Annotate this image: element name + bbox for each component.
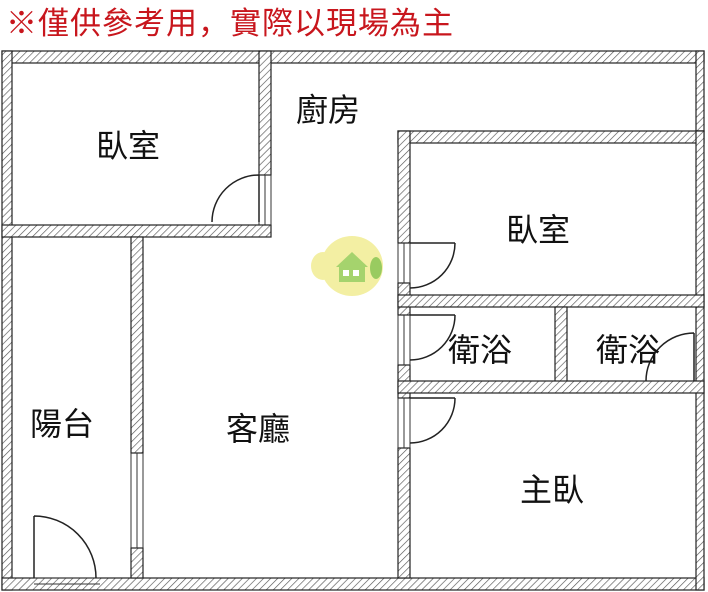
- thin-wall-lines: [34, 175, 411, 585]
- wall-bath-divider: [554, 306, 568, 384]
- wall-outer-right-upper: [695, 50, 705, 132]
- label-bathroom-left: 衛浴: [448, 331, 512, 369]
- wall-outer-left: [1, 50, 13, 591]
- label-kitchen: 廚房: [296, 91, 360, 129]
- wall-bedroom-bath: [397, 294, 705, 308]
- label-bathroom-right: 衛浴: [596, 331, 660, 369]
- wall-outer-bottom: [1, 577, 705, 591]
- door-balcony: [33, 515, 97, 579]
- wall-bedroom-bottom: [1, 224, 272, 238]
- door-bathroom-right: [645, 332, 695, 382]
- door-bedroom-top-left: [211, 174, 260, 223]
- doors: [33, 174, 695, 579]
- label-balcony: 陽台: [30, 405, 94, 443]
- door-bedroom-right: [409, 242, 456, 289]
- wall-bath-bottom: [397, 380, 705, 394]
- wall-balcony-living-lower: [130, 547, 144, 579]
- wall-outer-top: [1, 50, 705, 64]
- wall-kitchen-step: [397, 130, 705, 144]
- wall-outer-right-lower: [695, 130, 705, 591]
- house-logo-icon: [311, 236, 383, 296]
- label-master-bedroom: 主臥: [520, 471, 584, 509]
- wall-balcony-living: [130, 236, 144, 454]
- label-living-room: 客廳: [226, 410, 290, 448]
- walls: [1, 50, 705, 591]
- door-master-bedroom: [409, 397, 456, 444]
- wall-right-column-bottom: [397, 447, 411, 579]
- wall-right-column-top: [397, 130, 411, 244]
- disclaimer-note: ※僅供參考用，實際以現場為主: [6, 6, 454, 42]
- label-bedroom-right: 臥室: [506, 211, 570, 249]
- label-bedroom-top-left: 臥室: [96, 127, 160, 165]
- wall-bedroom-kitchen: [258, 50, 272, 176]
- door-bathroom-left: [409, 314, 456, 361]
